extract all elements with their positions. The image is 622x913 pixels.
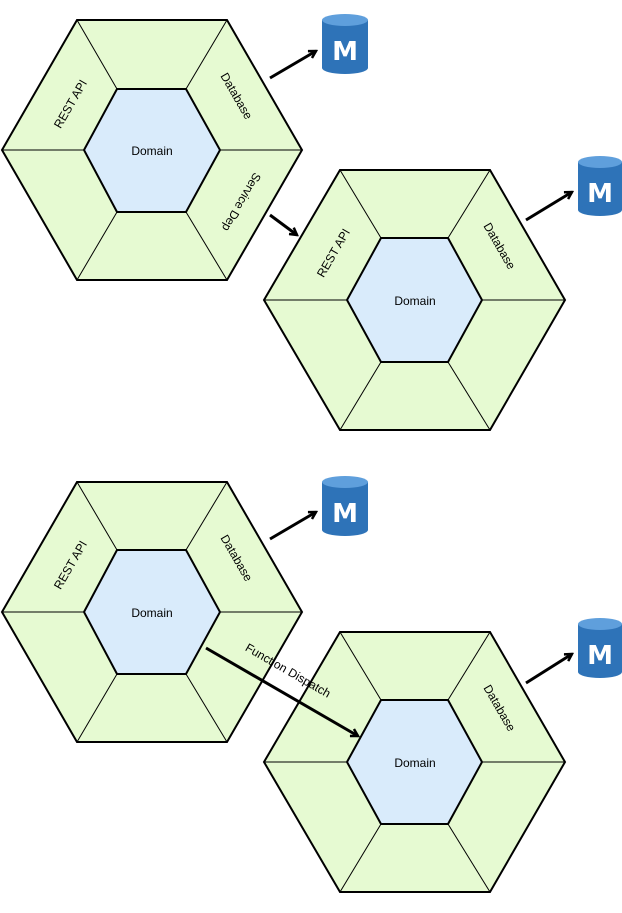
bottom-right-hexagon: Domain Database <box>262 631 567 893</box>
domain-core <box>82 88 222 213</box>
domain-core <box>345 237 484 363</box>
svg-text:M: M <box>332 499 358 529</box>
svg-text:M: M <box>587 641 613 671</box>
domain-label: Domain <box>131 144 172 158</box>
svg-text:M: M <box>587 179 613 209</box>
bottom-left-hexagon: Domain REST API Database <box>0 481 304 743</box>
domain-core <box>82 549 222 675</box>
database-icon: M <box>322 14 368 74</box>
database-icon: M <box>322 476 368 536</box>
top-left-hexagon: Domain REST API Database Service Dep <box>0 19 304 281</box>
domain-label: Domain <box>394 294 435 308</box>
database-icon: M <box>578 156 622 216</box>
svg-text:M: M <box>332 37 358 67</box>
database-arrow <box>525 654 572 685</box>
database-icon: M <box>578 618 622 678</box>
function-dispatch-arrow <box>205 646 358 738</box>
database-arrow <box>525 192 572 222</box>
database-arrow <box>269 510 316 541</box>
domain-label: Domain <box>131 606 172 620</box>
database-arrow <box>269 49 316 80</box>
domain-label: Domain <box>394 756 435 770</box>
service-dependency-arrow <box>269 213 297 235</box>
top-right-hexagon: Domain REST API Database <box>262 169 567 431</box>
domain-core <box>345 699 484 825</box>
